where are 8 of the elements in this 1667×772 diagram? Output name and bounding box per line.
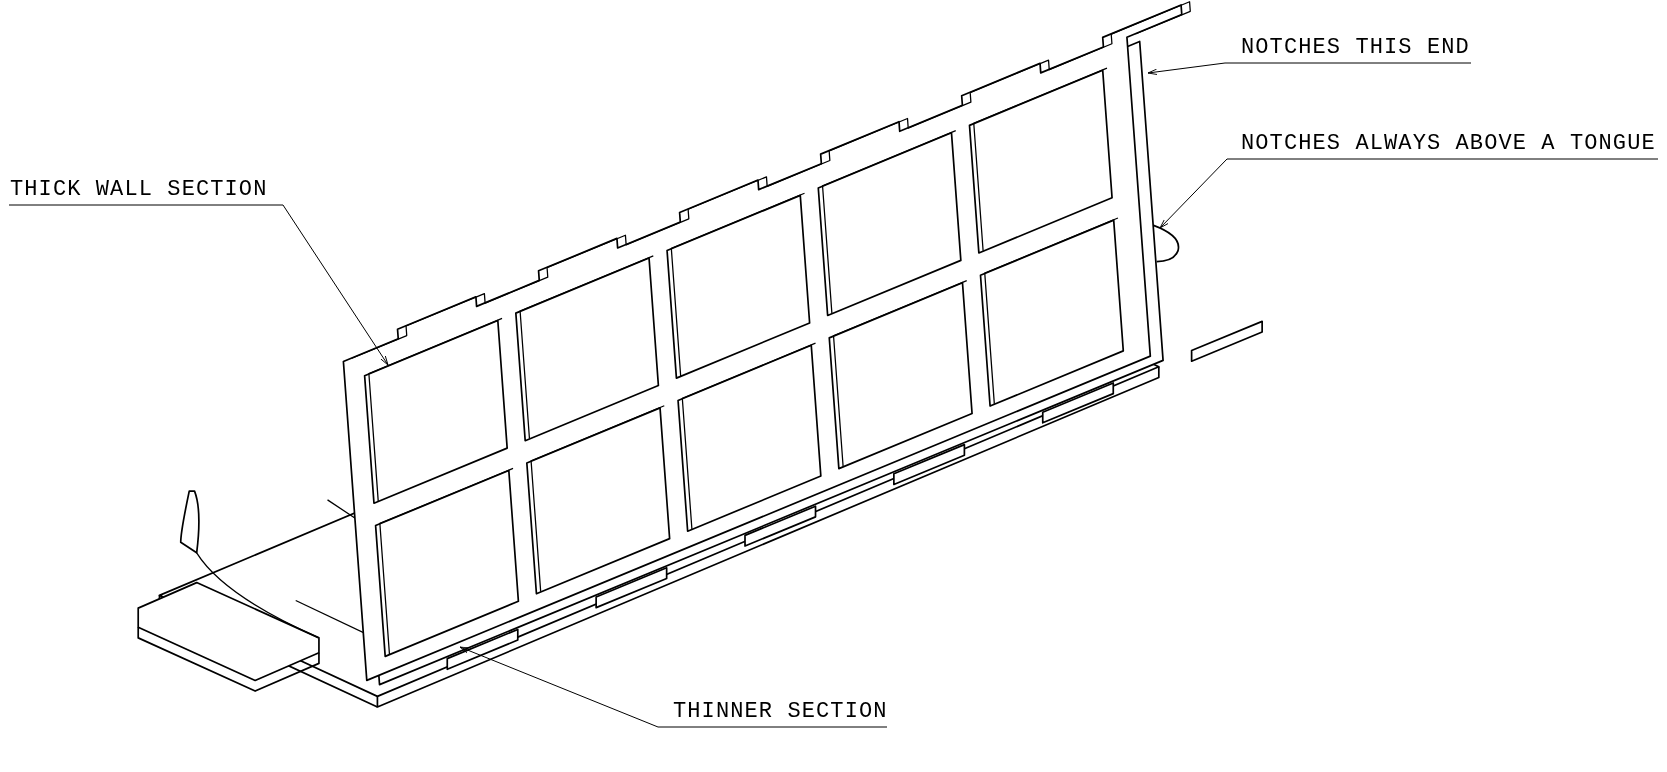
callout-text: NOTCHES THIS END [1241, 35, 1470, 60]
leader-line [1159, 158, 1659, 229]
callout-text: NOTCHES ALWAYS ABOVE A TONGUE [1241, 131, 1656, 156]
leader-line [1147, 62, 1472, 75]
callout-text: THICK WALL SECTION [10, 177, 268, 202]
leader-line [459, 646, 888, 728]
callout-text: THINNER SECTION [673, 699, 888, 724]
leader-line [8, 204, 389, 366]
